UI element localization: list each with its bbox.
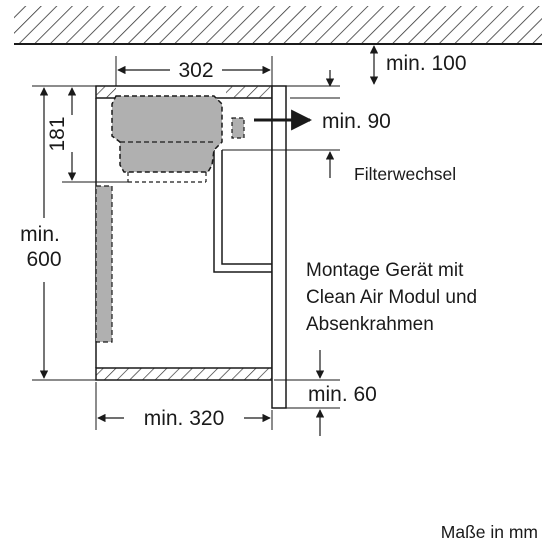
clean-air-module (111, 95, 245, 183)
filter-change-label: Filterwechsel (354, 164, 456, 184)
dim-total-height-label-2: 600 (26, 248, 61, 271)
dim-bottom-gap-label: min. 60 (308, 383, 377, 406)
dim-bottom-gap (274, 350, 340, 436)
ceiling (14, 6, 542, 45)
dim-total-height (32, 85, 96, 381)
cabinet-bottom-board (95, 367, 273, 381)
dim-302 (115, 56, 273, 86)
dim-302-label: 302 (178, 59, 213, 82)
dim-ceiling-gap-label: min. 100 (386, 52, 467, 75)
dim-cabinet-width-label: min. 320 (144, 407, 225, 430)
cabinet-top-board (95, 85, 273, 99)
dim-181-label: 181 (46, 116, 69, 151)
dim-ceiling-gap (274, 45, 379, 87)
front-panel (271, 85, 287, 409)
montage-note-line-1: Montage Gerät mit (306, 260, 464, 281)
side-duct (95, 185, 113, 343)
montage-note-line-2: Clean Air Modul und (306, 287, 477, 308)
montage-note-line-3: Absenkrahmen (306, 314, 434, 335)
units-note: Maße in mm (441, 522, 538, 542)
dim-exhaust-gap-label: min. 90 (322, 110, 391, 133)
dim-total-height-label-1: min. (20, 223, 60, 246)
dim-cabinet-width (95, 382, 273, 430)
dim-exhaust-gap (222, 70, 340, 178)
lowering-frame (213, 150, 272, 273)
